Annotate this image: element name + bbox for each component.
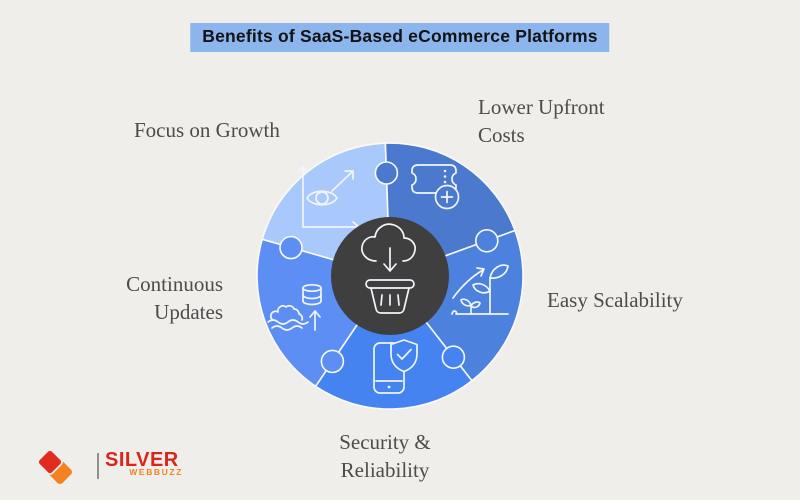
logo-sub-text: WEBBUZZ [129,467,183,477]
page-title: Benefits of SaaS-Based eCommerce Platfor… [190,23,610,52]
label-line: Reliability [340,457,430,482]
puzzle-tab-bottom-right [441,345,466,370]
label-security-reliability: Security & Reliability [285,429,485,484]
plant-growth-arrow-icon [451,264,509,315]
logo-diamond-red [37,449,63,475]
label-easy-scalability: Easy Scalability [547,287,683,315]
cloud-download-basket-icon [361,223,416,314]
puzzle-tab-right [474,229,499,253]
label-line: Security & [339,430,431,454]
puzzle-tab-bottom-left [320,349,345,374]
label-continuous-updates: Continuous Updates [101,271,223,326]
logo-mark-icon [37,449,72,484]
silver-webbuzz-logo: SILVER WEBBUZZ [33,446,203,490]
label-line: Focus on Growth [134,118,280,142]
ticket-plus-icon [411,164,460,210]
puzzle-tab-left [279,235,303,260]
label-line: Updates [154,299,223,324]
label-line: Continuous [126,272,223,296]
logo-brand-text: SILVER [105,449,179,471]
label-line: Lower Upfront [478,95,605,119]
logo-divider [97,453,99,479]
label-line: Costs [478,122,525,147]
center-hub [331,217,449,335]
label-line: Easy Scalability [547,288,683,312]
label-lower-upfront-costs: Lower Upfront Costs [478,94,605,149]
phone-shield-check-icon [373,339,418,394]
puzzle-tab-top [374,161,399,185]
label-focus-on-growth: Focus on Growth [134,117,280,145]
database-waves-up-arrow-icon [267,283,322,331]
